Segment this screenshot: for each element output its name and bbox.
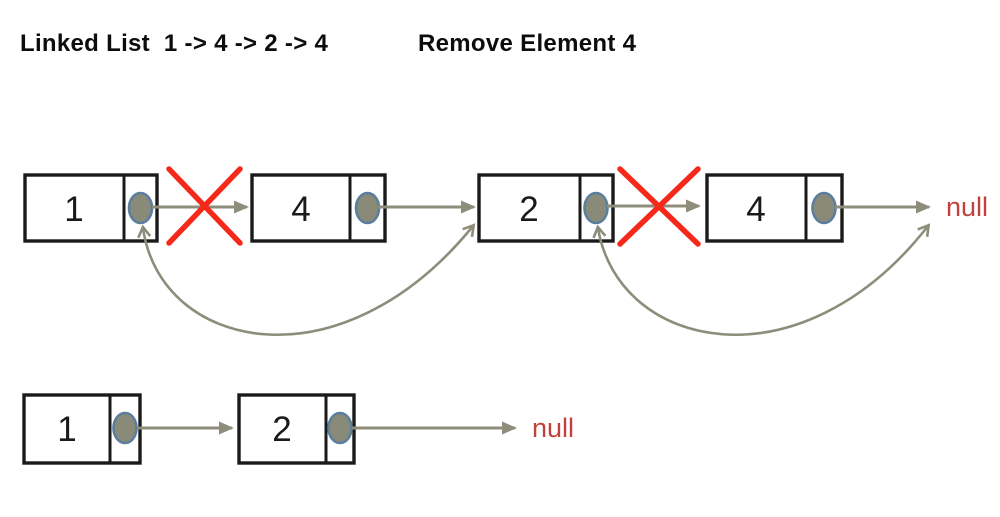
node-value: 4	[291, 190, 310, 229]
node-box-before-2: 2	[477, 173, 615, 243]
bypass-arrow-1-to-2	[137, 223, 476, 336]
pointer-oval	[354, 191, 381, 225]
node-box-before-1: 1	[23, 173, 159, 243]
pointer-oval	[127, 191, 154, 225]
null-label: null	[532, 413, 574, 443]
node-value: 1	[64, 190, 83, 229]
pointer-oval	[327, 411, 353, 445]
null-label: null	[946, 192, 988, 222]
bypass-arrow-2-to-null	[592, 223, 931, 336]
node-box-before-4a: 4	[250, 173, 387, 243]
pointer-oval	[583, 191, 609, 225]
node-box-after-1: 1	[22, 393, 142, 465]
node-value: 2	[519, 190, 538, 229]
node-value: 4	[746, 190, 765, 229]
pointer-oval	[112, 411, 138, 445]
subtitle-remove-instruction: Remove Element 4	[418, 30, 637, 57]
page-title: Linked List 1 -> 4 -> 2 -> 4	[20, 30, 329, 57]
node-value: 1	[57, 410, 76, 449]
node-box-before-4b: 4	[705, 173, 844, 243]
pointer-oval	[811, 191, 837, 225]
node-box-after-2: 2	[237, 393, 356, 465]
node-value: 2	[272, 410, 291, 449]
